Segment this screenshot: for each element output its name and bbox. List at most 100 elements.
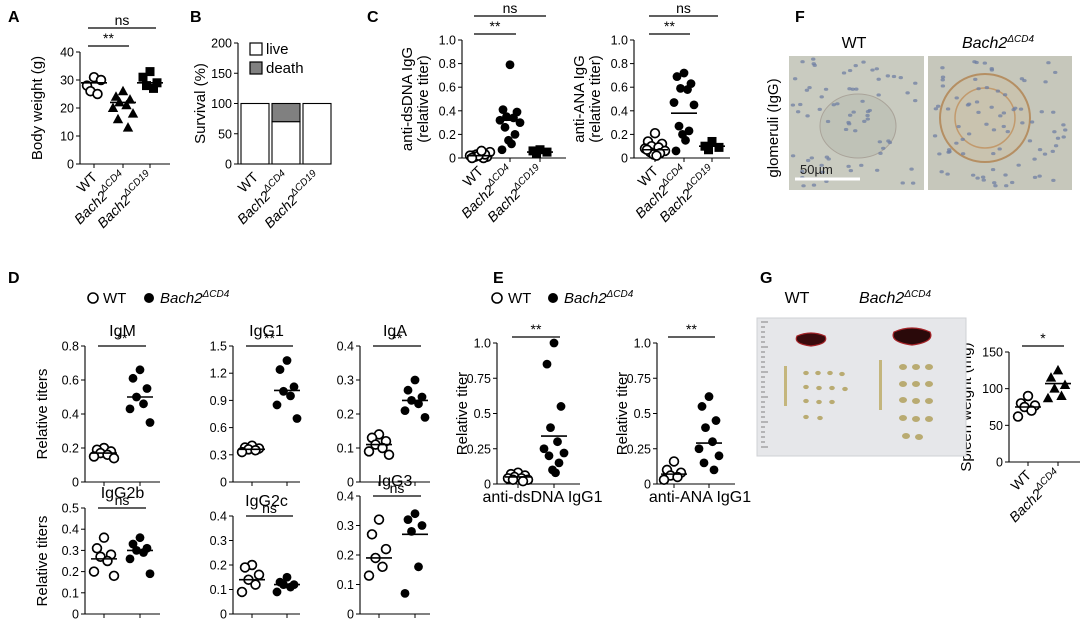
data-point-bach2-cd4 — [125, 404, 135, 414]
y-tick-label: 0.8 — [62, 340, 79, 354]
data-point-bach2-cd4 — [671, 146, 681, 156]
chart-title-igg2b: IgG2b — [101, 485, 145, 502]
y-tick-label: 0 — [220, 608, 227, 622]
data-point-wt — [102, 555, 113, 567]
data-point-bach2-cd4 — [681, 135, 690, 145]
lymph-node — [925, 381, 933, 387]
nucleus — [1037, 147, 1043, 152]
data-point-bach2-cd4 — [142, 384, 152, 393]
lymph-node — [815, 370, 821, 376]
photo-g-contents — [761, 321, 933, 448]
spleen-bach2 — [892, 327, 932, 346]
data-point-bach2-cd4 — [417, 392, 427, 402]
y-tick-label: 50 — [218, 127, 232, 141]
data-point-bach2-cd4 — [507, 139, 516, 149]
y-tick-label: 0.5 — [474, 407, 491, 421]
legend-live-swatch — [249, 42, 263, 56]
data-point-bach2-cd4 — [554, 458, 564, 468]
chart-title-iga: IgA — [383, 323, 407, 340]
data-point-wt — [88, 451, 100, 462]
y-tick-label: 0 — [996, 456, 1003, 470]
data-point-bach2-cd19 — [138, 72, 148, 82]
y-tick-label: 0.1 — [62, 586, 79, 600]
data-point-bach2-cd4 — [684, 126, 694, 136]
data-point-bach2-cd4 — [289, 382, 299, 392]
data-point-bach2-cd4 — [498, 105, 508, 115]
significance-label: ** — [103, 30, 114, 46]
data-point-bach2-cd4 — [275, 365, 285, 374]
data-point-bach2-cd4 — [124, 94, 136, 104]
nucleus — [851, 110, 856, 114]
nucleus — [1016, 163, 1021, 167]
lymph-node — [803, 384, 809, 390]
data-point-bach2-cd4 — [127, 108, 139, 118]
y-tick-label: 0.1 — [337, 578, 354, 592]
panel-label-b: B — [190, 9, 202, 26]
data-point-wt — [651, 150, 662, 161]
y-tick-label: 0.2 — [210, 559, 227, 573]
nucleus — [860, 99, 865, 103]
chart-title-igg2c: IgG2c — [245, 493, 288, 510]
photo-f-ylabel: glomeruli (IgG) — [765, 78, 782, 177]
y-tick-label: 1.0 — [474, 337, 491, 351]
nucleus — [799, 169, 805, 174]
y-tick-label: 0.1 — [337, 442, 354, 456]
data-point-bach2-cd4 — [279, 386, 288, 396]
data-point-wt — [373, 514, 385, 525]
nucleus — [847, 68, 853, 73]
nucleus — [865, 117, 870, 121]
lymph-node — [803, 370, 809, 376]
data-point-bach2-cd4 — [497, 145, 507, 155]
nucleus — [1027, 139, 1033, 143]
nucleus — [870, 68, 875, 72]
nucleus — [933, 107, 939, 111]
data-point-bach2-cd4 — [708, 437, 717, 447]
lymph-node — [912, 364, 920, 370]
nucleus — [801, 184, 806, 188]
data-point-bach2-cd4 — [699, 458, 709, 468]
nucleus — [990, 167, 996, 172]
y-tick-label: 0.4 — [611, 104, 628, 118]
data-point-bach2-cd4 — [139, 548, 148, 557]
nucleus — [853, 64, 858, 68]
data-point-wt — [98, 532, 110, 543]
y-tick-label: 100 — [982, 382, 1003, 396]
data-point-bach2-cd4 — [704, 392, 714, 401]
y-axis-label: anti-ANA IgG — [571, 55, 588, 143]
nucleus — [835, 102, 840, 106]
y-tick-label: 0.8 — [439, 57, 456, 71]
legend-wt-label: WT — [103, 290, 126, 307]
data-point-bach2-cd4 — [674, 121, 684, 131]
nucleus — [824, 179, 829, 184]
x-axis-label: anti-dsDNA IgG1 — [482, 489, 602, 506]
y-tick-label: 0.2 — [62, 442, 79, 456]
data-point-wt — [517, 475, 529, 487]
photo-g-bach2-title: Bach2ΔCD4 — [859, 289, 932, 307]
significance-label: ** — [264, 330, 275, 346]
y-tick-label: 0.4 — [337, 340, 354, 354]
data-point-bach2-cd4 — [112, 113, 124, 124]
nucleus — [1037, 174, 1042, 178]
y-tick-label: 30 — [60, 74, 74, 88]
data-point-bach2-cd4 — [139, 399, 148, 409]
photo-g-wt-title: WT — [785, 290, 810, 307]
nucleus — [809, 156, 815, 160]
nucleus — [1043, 80, 1048, 84]
nucleus — [937, 152, 942, 156]
data-point-bach2-cd4 — [551, 468, 560, 478]
panel-f-histology: WT Bach2ΔCD4 glomeruli (IgG) 50µm — [765, 34, 1072, 190]
nucleus — [843, 127, 849, 132]
nucleus — [811, 183, 817, 187]
nucleus — [1052, 130, 1057, 134]
y-tick-label: 0.25 — [627, 442, 651, 456]
data-point-wt — [108, 452, 120, 464]
lymph-node — [899, 364, 907, 370]
y-axis-label: Relative titer — [454, 372, 471, 455]
legend-e-bach2-marker — [548, 293, 558, 303]
data-point-wt — [91, 543, 103, 554]
nucleus — [847, 113, 853, 117]
